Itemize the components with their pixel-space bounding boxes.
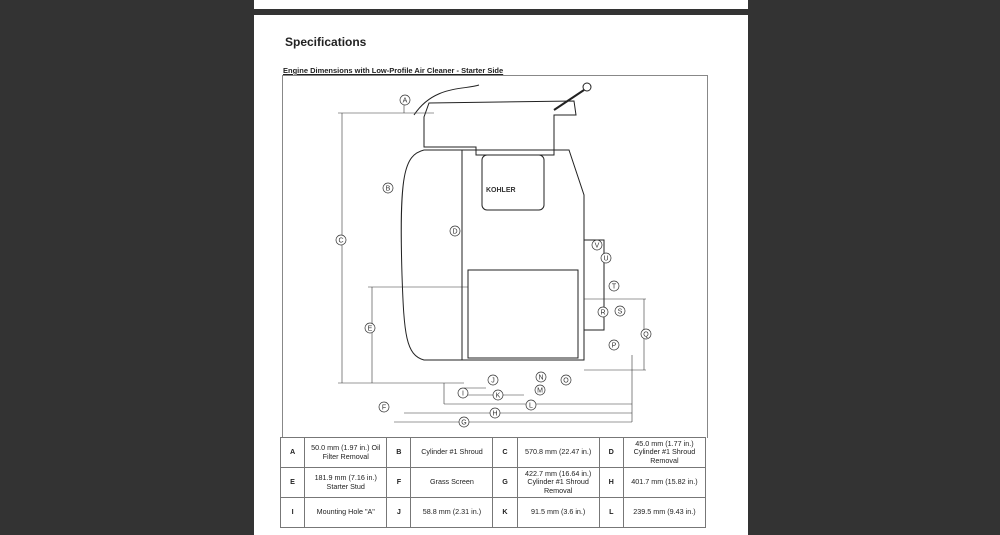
callout-o: O — [560, 374, 572, 386]
callout-c: C — [335, 234, 347, 246]
dimension-value: 58.8 mm (2.31 in.) — [410, 497, 494, 528]
pdf-page: Specifications Engine Dimensions with Lo… — [254, 15, 748, 535]
dimension-key: G — [492, 467, 518, 498]
callout-q: Q — [640, 328, 652, 340]
dimension-value: 45.0 mm (1.77 in.) Cylinder #1 Shroud Re… — [622, 437, 707, 468]
svg-text:V: V — [595, 243, 600, 250]
callout-f: F — [378, 401, 390, 413]
svg-text:U: U — [603, 256, 608, 263]
callout-k: K — [492, 389, 504, 401]
svg-text:N: N — [538, 375, 543, 382]
svg-text:B: B — [386, 186, 391, 193]
callout-t: T — [608, 280, 620, 292]
svg-text:C: C — [338, 238, 343, 245]
svg-text:G: G — [461, 420, 466, 427]
dimension-key: A — [279, 437, 306, 468]
callout-h: H — [489, 407, 501, 419]
callout-n: N — [535, 371, 547, 383]
dimension-key: H — [598, 467, 624, 498]
svg-text:Q: Q — [643, 332, 649, 339]
dimension-key: K — [492, 497, 518, 528]
svg-text:A: A — [403, 98, 408, 105]
svg-text:L: L — [529, 403, 533, 410]
callout-s: S — [614, 305, 626, 317]
callout-l: L — [525, 399, 537, 411]
svg-text:O: O — [563, 378, 569, 385]
callout-v: V — [591, 239, 603, 251]
svg-text:F: F — [382, 405, 386, 412]
dimension-key: C — [492, 437, 518, 468]
svg-text:E: E — [368, 326, 373, 333]
callout-e: E — [364, 322, 376, 334]
engine-top-cover — [423, 100, 577, 156]
dimension-key: E — [279, 467, 306, 498]
dimension-lines — [338, 103, 646, 423]
starter-housing — [583, 239, 605, 331]
dimension-value: 91.5 mm (3.6 in.) — [516, 497, 600, 528]
svg-text:H: H — [492, 411, 497, 418]
svg-text:D: D — [452, 229, 457, 236]
svg-text:T: T — [612, 284, 617, 291]
engine-shroud — [400, 149, 463, 361]
dimension-value: 401.7 mm (15.82 in.) — [622, 467, 707, 498]
svg-text:R: R — [600, 310, 605, 317]
dimension-key: B — [386, 437, 412, 468]
svg-text:P: P — [612, 343, 617, 350]
callout-d: D — [449, 225, 461, 237]
callout-i: I — [457, 387, 469, 399]
figure-caption: Engine Dimensions with Low-Profile Air C… — [283, 66, 504, 75]
dimension-key: L — [598, 497, 624, 528]
svg-text:I: I — [462, 391, 464, 398]
callout-labels: A B C D E F G H I J K L MN O P Q R S T UV — [335, 94, 652, 428]
dimension-key: J — [386, 497, 412, 528]
dimension-key: I — [279, 497, 306, 528]
svg-text:J: J — [491, 378, 495, 385]
kohler-cover — [481, 154, 545, 211]
callout-r: R — [597, 306, 609, 318]
svg-text:M: M — [537, 388, 543, 395]
callout-a: A — [399, 94, 411, 106]
callout-m: M — [534, 384, 546, 396]
engine-diagram-frame — [282, 75, 708, 438]
svg-text:S: S — [618, 309, 623, 316]
dimension-value: Cylinder #1 Shroud — [410, 437, 494, 468]
engine-block — [461, 149, 585, 361]
dimension-value: Grass Screen — [410, 467, 494, 498]
dimension-value: 239.5 mm (9.43 in.) — [622, 497, 707, 528]
previous-page-bottom — [254, 0, 748, 9]
engine-lower — [467, 269, 579, 359]
dimension-value: Mounting Hole "A" — [304, 497, 388, 528]
callout-u: U — [600, 252, 612, 264]
dimension-value: 50.0 mm (1.97 in.) Oil Filter Removal — [304, 437, 388, 468]
svg-text:K: K — [496, 393, 501, 400]
dimension-value: 181.9 mm (7.16 in.) Starter Stud — [304, 467, 388, 498]
callout-b: B — [382, 182, 394, 194]
dimension-key: D — [598, 437, 624, 468]
dimension-value: 570.8 mm (22.47 in.) — [516, 437, 600, 468]
kohler-logo: KOHLER — [486, 187, 516, 194]
dimension-key: F — [386, 467, 412, 498]
engine-dimension-diagram: KOHLER A B C D E F G H I J K L MN O P Q R S T UV — [335, 82, 652, 428]
callout-p: P — [608, 339, 620, 351]
callout-j: J — [487, 374, 499, 386]
callout-g: G — [458, 416, 470, 428]
page-title: Specifications — [285, 35, 367, 49]
dimension-value: 422.7 mm (16.64 in.) Cylinder #1 Shroud … — [516, 467, 600, 498]
